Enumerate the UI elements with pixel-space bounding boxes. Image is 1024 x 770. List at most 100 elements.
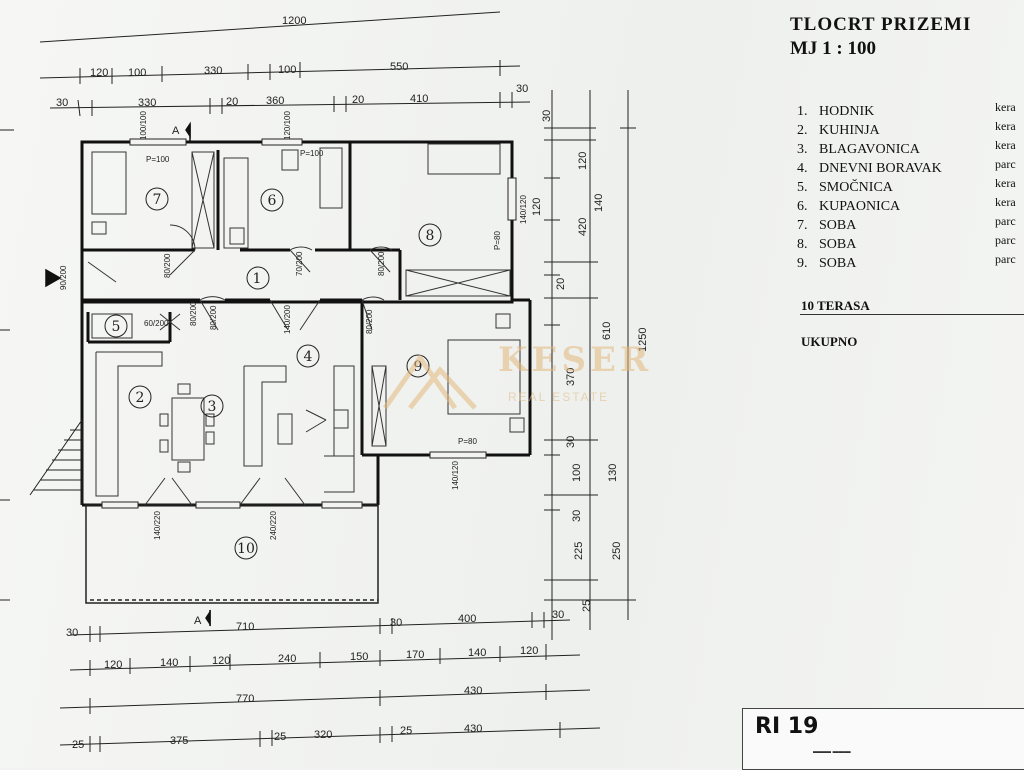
dim-line-top-row2 — [49, 101, 531, 109]
dim-bottom-row2-6: 170 — [406, 649, 424, 661]
door-label-2: P=100 — [300, 149, 324, 158]
legend-material: kera — [995, 100, 1016, 114]
door-label-1: P=100 — [146, 155, 170, 164]
legend-name: SOBA — [819, 256, 857, 271]
dim-right-col2-4: 250 — [611, 542, 623, 560]
dim-right-col1-7: 30 — [565, 436, 577, 448]
plan-scale: MJ 1 : 100 — [790, 38, 877, 59]
room-number-5: 5 — [112, 319, 121, 335]
door-label-18: 100/100 — [139, 111, 148, 140]
dim-top-row2-5: 20 — [352, 94, 364, 106]
dim-top-row2-1: 30 — [56, 97, 68, 109]
door-label-6: 60/200 — [144, 319, 169, 328]
dim-bottom-row2-1: 120 — [104, 659, 122, 671]
door-label-14: 140/220 — [153, 511, 162, 540]
exterior-stairs — [29, 418, 83, 505]
legend-material: kera — [995, 195, 1016, 209]
room-number-6: 6 — [268, 193, 277, 209]
dim-bottom-row4-6: 430 — [464, 723, 482, 735]
title-block: TLOCRT PRIZEMI MJ 1 : 100 — [790, 14, 1024, 60]
dim-bottom-row1-1: 30 — [66, 627, 78, 639]
dim-right-col1-10: 225 — [573, 542, 585, 560]
legend-material: parc — [995, 157, 1016, 171]
shower — [319, 147, 343, 209]
legend-num: 7. — [797, 218, 808, 233]
dim-bottom-row1-3: 30 — [390, 617, 402, 629]
stamp-fine-print-icon: ▬▬▬ ▬▬▬ — [813, 749, 851, 755]
plan-title: TLOCRT PRIZEMI — [790, 14, 972, 35]
tv-unit — [333, 365, 355, 457]
dim-bottom-row2-4: 240 — [278, 653, 296, 665]
room-number-3: 3 — [208, 399, 217, 415]
legend-material: parc — [995, 214, 1016, 228]
door-label-9: 70/200 — [295, 251, 304, 276]
dim-bottom-row1-5: 30 — [552, 609, 564, 621]
legend-name: SMOČNICA — [819, 180, 893, 195]
dim-right-overall: 1250 — [637, 328, 649, 352]
dim-bottom-row2-2: 140 — [160, 657, 178, 669]
dim-bottom-row3-2: 430 — [464, 685, 482, 697]
dim-top-row1-5: 550 — [390, 61, 408, 73]
room-number-1: 1 — [253, 271, 262, 287]
dim-top-row2-7: 30 — [516, 83, 528, 95]
door-label-11: 80/200 — [365, 309, 374, 334]
legend-terrace: 10 TERASA — [801, 298, 870, 313]
watermark: KESER REAL ESTATE — [380, 338, 660, 418]
dim-bottom-row2-3: 120 — [212, 655, 230, 667]
dim-bottom-row2-5: 150 — [350, 651, 368, 663]
wall-outline-north — [80, 140, 514, 304]
watermark-name: KESER — [498, 340, 653, 380]
terrace-outline — [85, 504, 379, 604]
legend-material: parc — [995, 233, 1016, 247]
legend-num: 3. — [797, 142, 808, 157]
bathtub — [223, 157, 249, 249]
dim-bottom-row4-5: 25 — [400, 725, 412, 737]
legend-material: kera — [995, 138, 1016, 152]
legend-name: BLAGAVONICA — [819, 142, 920, 157]
stamp-logo: RI 19 — [755, 714, 819, 739]
dim-right-col1-1: 30 — [541, 110, 553, 122]
dining-table — [171, 397, 205, 461]
legend-name: DNEVNI BORAVAK — [819, 161, 942, 176]
legend-name: SOBA — [819, 218, 857, 233]
legend-num: 1. — [797, 104, 808, 119]
room-number-10: 10 — [237, 541, 255, 557]
dim-top-row1-3: 330 — [204, 65, 222, 77]
dim-right-col1-11: 25 — [581, 600, 593, 612]
dim-right-col1-4: 120 — [531, 198, 543, 216]
door-label-4: P=80 — [458, 437, 477, 446]
dim-right-col2-1: 420 — [577, 218, 589, 236]
sofa — [243, 365, 287, 467]
pantry-box — [91, 313, 133, 339]
door-label-15: 240/220 — [269, 511, 278, 540]
dim-bottom-row4-2: 375 — [170, 735, 188, 747]
dim-right-col1-9: 30 — [571, 510, 583, 522]
dim-right-col1-6: 370 — [565, 368, 577, 386]
bed-room-7 — [91, 151, 127, 215]
door-label-10: 80/200 — [377, 251, 386, 276]
dim-right-col2-3: 130 — [607, 464, 619, 482]
room-number-4: 4 — [304, 349, 313, 365]
dim-bottom-row1-2: 710 — [236, 621, 254, 633]
dim-bottom-row1-4: 400 — [458, 613, 476, 625]
dim-line-bottom-row3 — [59, 689, 591, 709]
legend-num: 9. — [797, 256, 808, 271]
dim-right-col1-5: 20 — [555, 278, 567, 290]
door-label-19: 120/100 — [283, 111, 292, 140]
room-number-7: 7 — [153, 192, 162, 208]
dim-bottom-row3-1: 770 — [236, 693, 254, 705]
dim-bottom-row4-1: 25 — [72, 739, 84, 751]
door-label-13: 80/200 — [209, 305, 218, 330]
legend-row: 7. SOBA parc — [797, 214, 1024, 237]
door-label-3: P=80 — [493, 231, 502, 250]
legend-total: UKUPNO — [801, 334, 858, 349]
dim-bottom-row4-3: 25 — [274, 731, 286, 743]
bed-room-8 — [427, 143, 501, 175]
